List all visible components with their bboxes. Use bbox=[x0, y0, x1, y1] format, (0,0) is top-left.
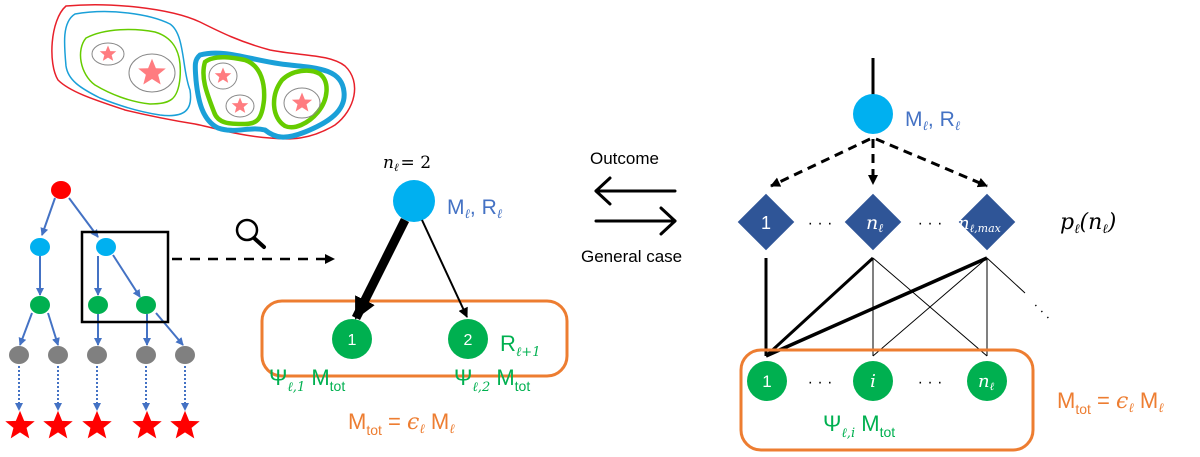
galaxy-star bbox=[231, 97, 249, 113]
progenitor-node bbox=[30, 238, 50, 256]
zoom-selection-box bbox=[80, 230, 170, 324]
diamond-option-n-label: nℓ bbox=[866, 212, 883, 235]
star-leaf bbox=[82, 410, 112, 439]
star-leaf bbox=[132, 410, 162, 439]
ellipsis: · · · bbox=[808, 374, 833, 391]
general-case-label: General case bbox=[581, 247, 682, 266]
star-leaf bbox=[170, 410, 200, 439]
subhalo-n-label: nℓ bbox=[978, 371, 995, 393]
subhalo-i-node bbox=[853, 361, 893, 401]
subhalo-2-number: 2 bbox=[464, 332, 473, 349]
galaxy-star bbox=[291, 92, 313, 112]
probability-label: pℓ(nℓ) bbox=[1060, 210, 1116, 237]
ellipsis: · · · bbox=[918, 374, 943, 391]
subhalo-i-label: i bbox=[870, 371, 876, 392]
merger-tree bbox=[5, 181, 200, 439]
general-case-arrow bbox=[594, 206, 677, 236]
contour-blue-bold bbox=[192, 50, 347, 140]
major-branch-arrow bbox=[351, 217, 410, 321]
galaxy-star bbox=[99, 45, 117, 61]
subhalo-group-box bbox=[260, 299, 569, 378]
tree-edge bbox=[40, 197, 56, 236]
subhalo-2-radius-label: Rℓ+1 bbox=[500, 331, 540, 360]
exchange-arrows: Outcome General case bbox=[581, 149, 682, 266]
parent-halo-label: Mℓ, Rℓ bbox=[447, 196, 503, 222]
subhalo-node bbox=[88, 296, 108, 314]
star-leaf bbox=[43, 410, 73, 439]
contour-blue-outer bbox=[63, 10, 192, 117]
total-mass-equation: Mtot = ϵℓ Mℓ bbox=[348, 409, 455, 438]
tree-edge bbox=[47, 312, 60, 346]
diamond-option-nmax-label: nℓ,max bbox=[958, 213, 1002, 235]
parent-halo-node bbox=[853, 94, 893, 134]
halo bbox=[128, 53, 176, 93]
halo bbox=[208, 62, 238, 90]
dashed-branch-1 bbox=[770, 137, 871, 188]
leaf-node bbox=[48, 346, 68, 364]
halo bbox=[91, 42, 125, 66]
outcome-label: Outcome bbox=[590, 149, 659, 168]
contour-green-bold-right bbox=[271, 68, 329, 130]
contour-green-bold-left bbox=[201, 55, 267, 127]
subhalo-1-number: 1 bbox=[762, 372, 771, 391]
right-panel: Mℓ, Rℓ · · · 1 · · · nℓ · · · bbox=[737, 58, 1164, 452]
parent-halo-label: Mℓ, Rℓ bbox=[905, 108, 961, 134]
halo bbox=[225, 94, 255, 118]
star-leaf bbox=[5, 410, 35, 439]
halo bbox=[283, 87, 321, 119]
minor-branch-arrow bbox=[421, 219, 468, 318]
galaxy-star bbox=[214, 67, 232, 83]
ellipsis: · · · bbox=[918, 215, 943, 232]
leaf-node bbox=[9, 346, 29, 364]
diamond-option-1-label: 1 bbox=[761, 213, 771, 233]
parent-halo-node bbox=[393, 180, 435, 222]
total-mass-equation: Mtot = ϵℓ Mℓ bbox=[1057, 388, 1164, 417]
leaf-node bbox=[136, 346, 156, 364]
branch-line bbox=[872, 257, 988, 357]
subhalo-node bbox=[30, 296, 50, 314]
leaf-node bbox=[175, 346, 195, 364]
contour-red bbox=[51, 4, 356, 140]
tree-edge bbox=[155, 312, 184, 346]
subhalo-1-number: 1 bbox=[348, 332, 357, 349]
dashed-branch-nmax bbox=[875, 137, 988, 188]
galaxy-star bbox=[138, 58, 166, 85]
root-halo-node bbox=[51, 181, 71, 199]
branch-line bbox=[765, 256, 988, 358]
leaf-node bbox=[87, 346, 107, 364]
outcome-arrow bbox=[594, 176, 677, 206]
branch-line bbox=[764, 256, 875, 358]
magnifier-icon bbox=[235, 218, 266, 249]
tree-edge bbox=[112, 254, 141, 298]
subhalo-1-node bbox=[332, 319, 372, 359]
cluster-contour-sketch bbox=[51, 4, 356, 140]
branch-line bbox=[986, 257, 1026, 294]
subhalo-2-mass-label: Ψℓ,2 Mtot bbox=[454, 365, 530, 395]
progenitor-node bbox=[96, 238, 116, 256]
subhalo-node bbox=[136, 296, 156, 314]
middle-panel: nℓ= 2 Mℓ, Rℓ 1 2 Rℓ+1 Ψℓ,1 Mtot Ψℓ,2 Mto… bbox=[260, 153, 569, 438]
tree-edge bbox=[18, 312, 33, 346]
ellipsis: · · · bbox=[808, 215, 833, 232]
contour-green-outer bbox=[79, 28, 182, 105]
ellipsis-diagonal: · · · bbox=[1029, 297, 1056, 324]
n-equals-label: nℓ= 2 bbox=[383, 153, 431, 174]
subhalo-group-box bbox=[739, 348, 1035, 452]
subhalo-1-node bbox=[747, 361, 787, 401]
subhalo-1-mass-label: Ψℓ,1 Mtot bbox=[269, 365, 345, 395]
tree-edge bbox=[68, 197, 99, 238]
subhalo-mass-label: Ψℓ,i Mtot bbox=[823, 411, 895, 441]
subhalo-2-node bbox=[448, 319, 488, 359]
subhalo-n-node bbox=[967, 361, 1007, 401]
